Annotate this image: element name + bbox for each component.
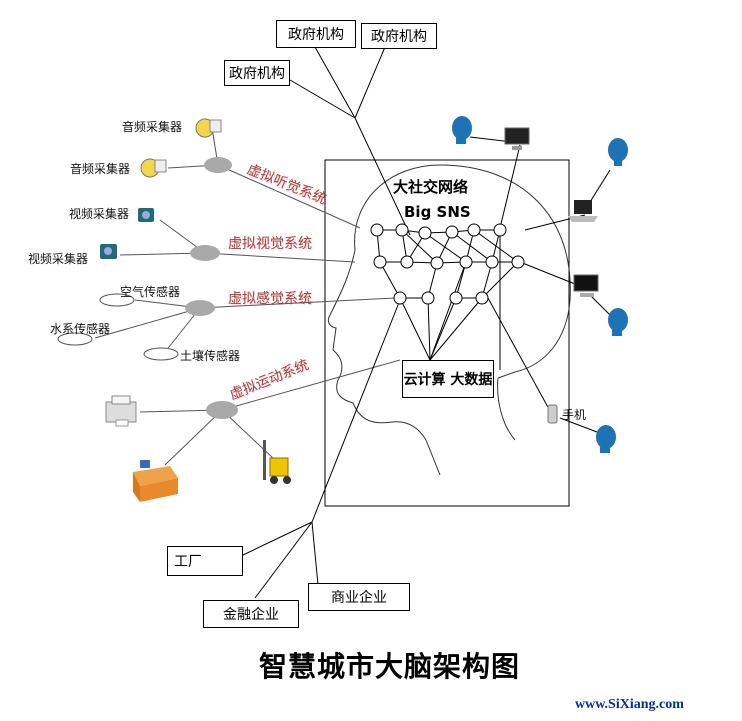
user-head-icon [596,425,616,453]
soil-sensor-label: 土壤传感器 [180,349,241,363]
video-collector-label-2: 视频采集器 [28,252,89,266]
user-head-icon [452,116,472,144]
audio-collector-label-2: 音频采集器 [70,162,131,176]
phone-label: 手机 [562,408,587,422]
monitor-icon [573,274,599,297]
finance-box: 金融企业 [203,600,299,628]
audio-collector-icon [140,158,167,178]
water-sensor-label: 水系传感器 [50,322,111,336]
cloud-bigdata-box: 云计算 大数据 [402,360,494,398]
video-camera-icon [138,208,154,222]
network-nodes [370,223,525,305]
video-collector-label-1: 视频采集器 [69,207,130,221]
boxes-icon [133,460,178,502]
monitor-icon [504,127,530,150]
sns-label-cn: 大社交网络 [393,178,469,196]
gov-box-2: 政府机构 [361,23,437,49]
gov-box-3: 政府机构 [224,60,290,86]
user-head-icon [608,138,628,166]
laptop-icon [568,200,598,222]
gov-box-1: 政府机构 [276,20,356,48]
video-camera-icon [100,244,117,259]
audio-collector-icon [195,118,222,138]
factory-box: 工厂 [167,546,243,576]
forklift-icon [263,440,291,484]
printer-icon [105,395,137,427]
watermark-text: www.SiXiang.com [575,697,684,712]
sense-system-label: 虚拟感觉系统 [228,291,312,307]
commerce-box: 商业企业 [308,583,410,611]
head-silhouette [327,164,571,476]
phone-icon [547,404,558,424]
sns-label-en: Big SNS [404,203,471,221]
audio-collector-label-1: 音频采集器 [122,120,183,134]
vision-system-label: 虚拟视觉系统 [228,236,312,252]
air-sensor-label: 空气传感器 [120,285,181,299]
brain-frame [324,159,570,507]
user-head-icon [608,308,628,336]
diagram-title: 智慧城市大脑架构图 [259,650,521,683]
